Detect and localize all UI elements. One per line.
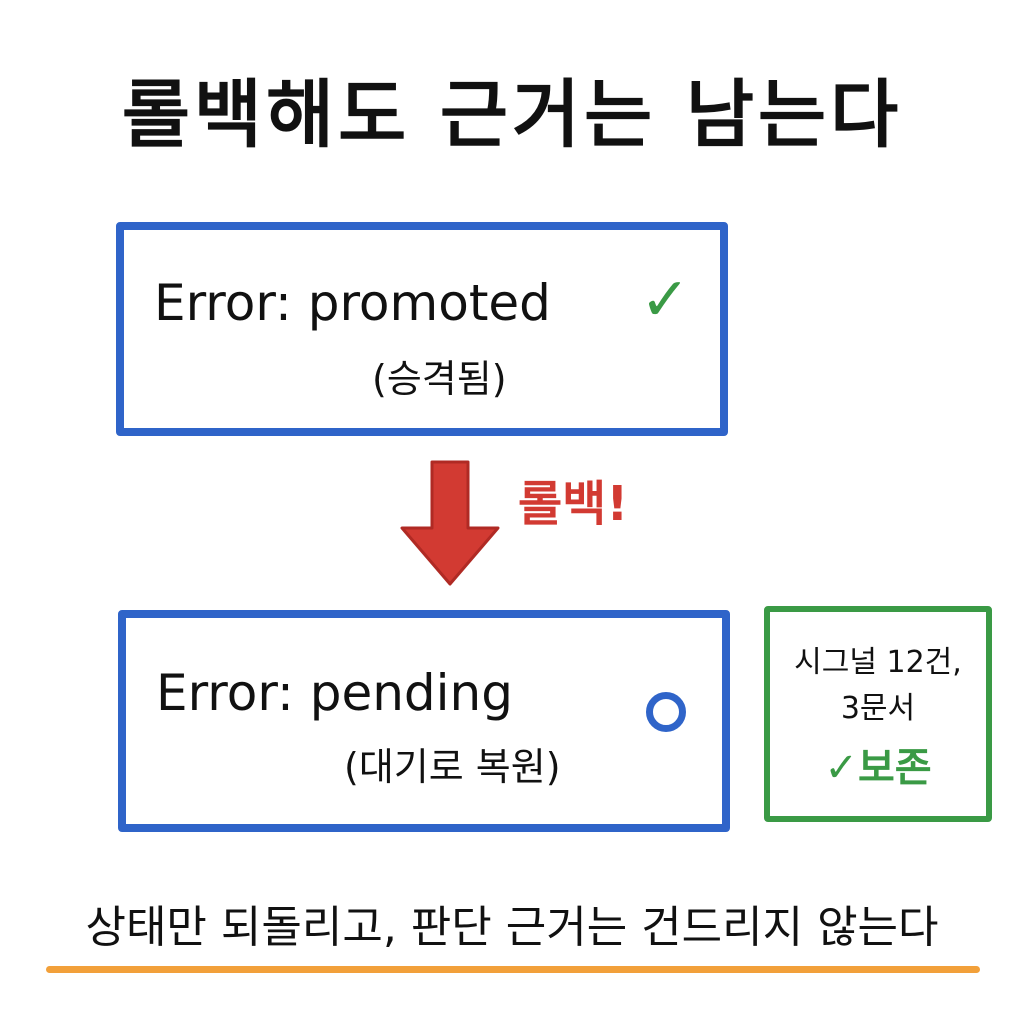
down-arrow-icon xyxy=(400,460,500,586)
footer-underline xyxy=(46,966,980,973)
evidence-documents: 3문서 xyxy=(840,691,916,726)
rollback-label: 롤백! xyxy=(518,476,629,532)
before-state-box: Error: promoted ✓ (승격됨) xyxy=(116,222,728,436)
before-state-line: Error: promoted xyxy=(154,274,551,332)
evidence-box: 시그널 12건, 3문서 ✓보존 xyxy=(764,606,992,822)
before-state-sub: (승격됨) xyxy=(372,357,507,401)
evidence-signals: 시그널 12건, xyxy=(794,645,962,680)
page-title: 롤백해도 근거는 남는다 xyxy=(121,72,903,158)
check-icon: ✓ xyxy=(640,265,691,335)
footer-text: 상태만 되돌리고, 판단 근거는 건드리지 않는다 xyxy=(85,902,939,953)
evidence-keep-label: ✓보존 xyxy=(824,745,932,791)
circle-icon xyxy=(646,692,686,732)
after-state-sub: (대기로 복원) xyxy=(344,745,561,789)
after-state-box: Error: pending (대기로 복원) xyxy=(118,610,730,832)
after-state-line: Error: pending xyxy=(156,664,513,722)
